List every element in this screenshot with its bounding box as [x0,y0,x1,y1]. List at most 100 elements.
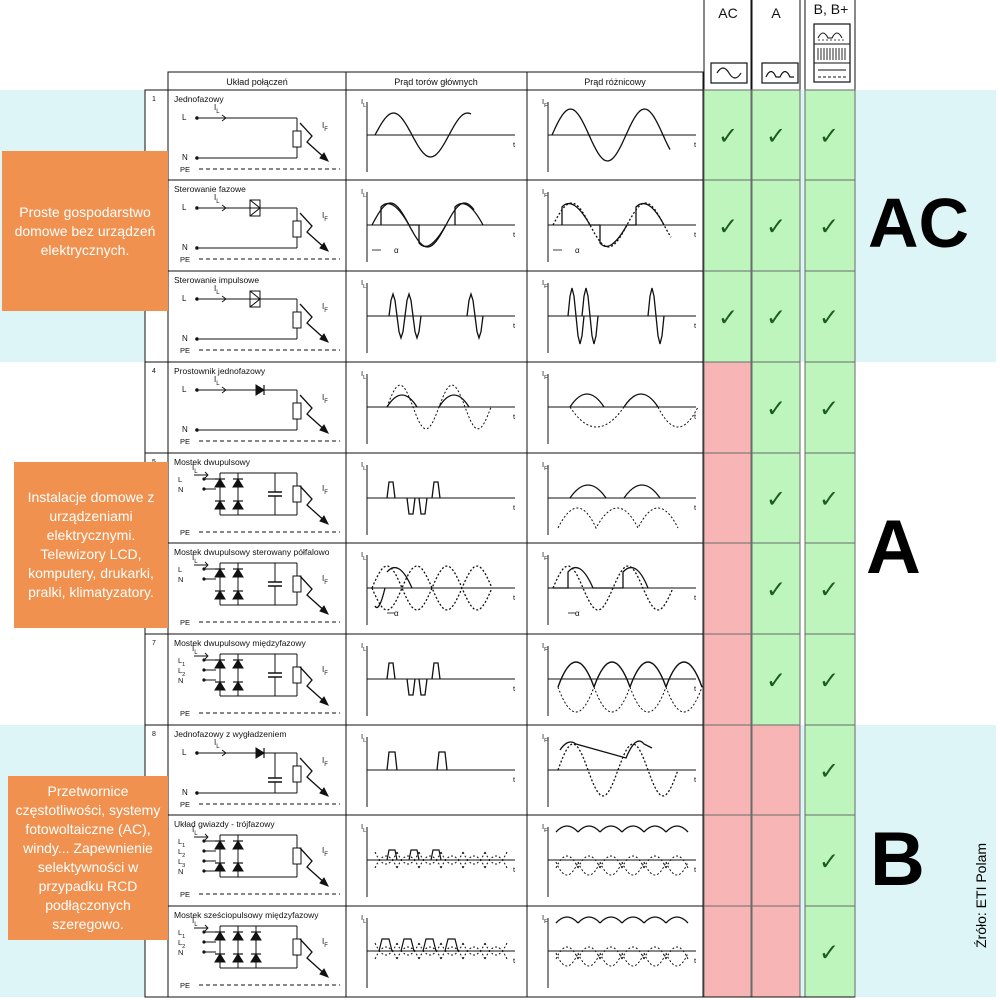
current-label: IL [192,825,198,837]
type-cell [804,89,856,181]
time-label: t [694,230,697,239]
pe-label: PE [180,800,190,809]
triac-symbol [249,290,261,308]
time-label: t [694,321,697,330]
current-pulse [418,497,428,515]
time-label: t [694,412,697,421]
phase-wave [621,855,645,869]
reference-wave [557,686,595,713]
waveform-plot: ILt [361,369,516,444]
time-label: t [694,956,697,965]
pe-label: PE [180,346,190,355]
fault-arrowhead [319,515,330,525]
table-row: Układ gwiazdy - trójfazowyPEILL1L2L3NIFI… [174,819,697,899]
fault-current-label: IF [322,665,328,677]
phase-wave [374,855,398,869]
sine-wave [551,108,671,162]
type-cell [751,724,801,816]
table-row: Mostek sześciopulsowy międzyfazowyPEILL1… [174,910,697,990]
pe-label: PE [180,528,190,537]
alpha-label: α [394,609,399,618]
time-label: t [513,775,516,784]
band-a-description: Instalacje domowe z urządzeniami elektry… [14,462,168,628]
rectified-wave [599,916,623,924]
phase-wave [555,952,579,967]
type-cell [703,814,752,907]
pe-label: PE [180,255,190,264]
current-arrow [194,561,209,569]
phase-wave [374,942,398,956]
phase-wave [577,861,601,876]
controlled-wave [374,587,386,609]
time-label: t [513,593,516,602]
icon-frame [761,62,799,84]
check-icon: ✓ [766,577,786,604]
diode-symbol [250,931,262,941]
waveform-plot: IFt [542,278,697,353]
phase-label: N [178,867,183,876]
phase-wave [440,855,464,869]
check-icon: ✓ [819,214,839,241]
neutral-label: N [182,788,188,797]
waveform-plot: IFt [542,369,699,444]
diode-symbol [214,568,226,578]
phase-label: L [182,385,187,394]
axis-label: IL [361,97,366,109]
check-icon: ✓ [819,577,839,604]
current-label: IL [214,738,220,750]
type-cell [751,814,801,907]
source-credit: Źróło: ETI Polam [973,842,989,948]
waveform-plot: IFt [542,913,697,988]
waveform-plot: ILt [361,278,516,353]
terminal [195,388,199,392]
current-pulse [386,849,398,861]
fault-current-label: IF [322,756,328,768]
waveform-plot: IFt [542,460,697,535]
band-b-letter: B [870,817,925,902]
phase-wave [440,942,464,956]
check-icon: ✓ [819,940,839,967]
check-icon: ✓ [766,486,786,513]
type-cell [703,542,752,635]
phase-wave [643,946,667,960]
type-cell [703,633,752,726]
phase-wave [555,855,579,869]
rectified-wave [665,825,689,833]
time-label: t [694,684,697,693]
type-cell [751,905,801,998]
axis-label: IL [361,732,366,744]
waveform-a-icon [761,62,799,84]
current-pulse [400,938,415,952]
phase-wave [555,861,579,876]
axis-label: IL [361,913,366,925]
fault-arrowhead [319,424,330,434]
diode-symbol [214,862,226,872]
phase-wave [374,851,398,865]
waveform-b-icon [813,23,851,83]
type-cell [804,179,856,272]
phase-label: L [182,748,187,757]
row-name: Mostek dwupulsowy [174,457,251,467]
fault-arrowhead [319,877,330,887]
reference-wave [371,565,493,611]
phase-wave [484,855,508,869]
waveform-plot: ILt [361,641,516,716]
phase-wave [484,946,508,960]
current-label: IL [214,284,220,296]
type-cell [703,179,752,272]
fault-path [299,666,328,705]
time-label: t [694,140,697,149]
reference-wave [371,565,493,611]
row-number: 4 [152,368,156,375]
phase-wave [484,942,508,956]
row-name: Mostek sześciopulsowy międzyfazowy [174,910,319,920]
type-cell [751,270,801,363]
axis-label: IF [542,822,548,834]
time-label: t [694,775,697,784]
